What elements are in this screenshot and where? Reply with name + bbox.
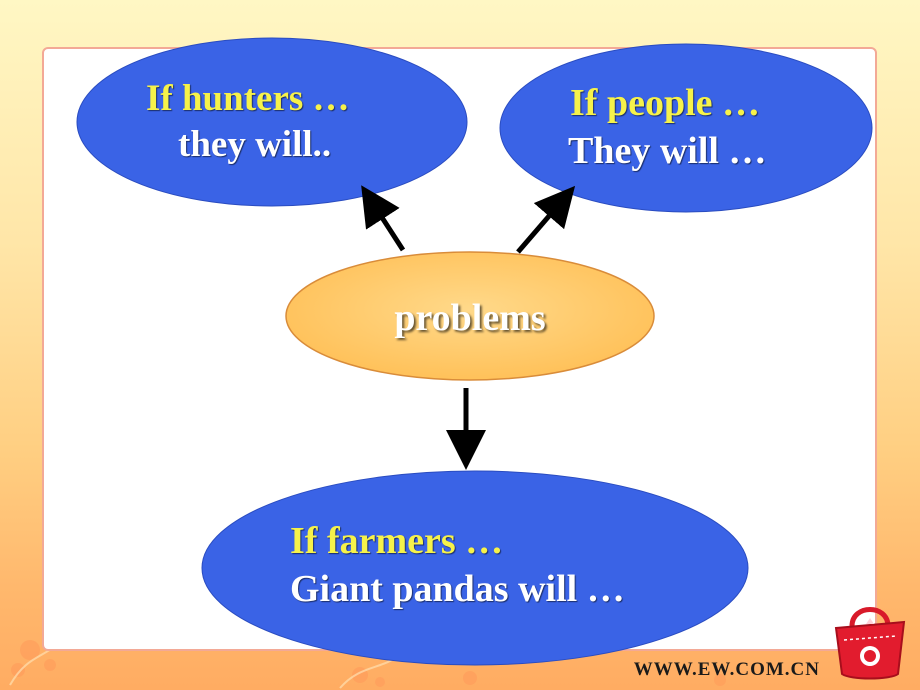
- arrow-to-people: [516, 185, 576, 254]
- farmers-result-text: Giant pandas will …: [290, 567, 625, 610]
- node-ellipse-people: [499, 43, 873, 213]
- hunters-result-text: they will..: [178, 124, 332, 166]
- people-condition-text: If people …: [570, 82, 760, 124]
- arrow-to-hunters: [361, 185, 406, 252]
- red-handbag-logo-icon: [834, 607, 906, 680]
- node-ellipse-farmers: [201, 470, 749, 666]
- hunters-condition-text: If hunters …: [146, 78, 350, 119]
- people-result-text: They will …: [568, 129, 767, 172]
- farmers-condition-text: If farmers …: [290, 520, 504, 562]
- node-text-hunters: If hunters … they will..: [146, 76, 350, 169]
- center-text-problems: problems: [394, 297, 546, 339]
- node-text-farmers: If farmers … Giant pandas will …: [290, 518, 625, 613]
- center-ellipse-problems: [285, 251, 655, 381]
- node-ellipse-hunters: [76, 37, 468, 207]
- site-watermark: WWW.EW.COM.CN: [633, 659, 820, 680]
- node-text-people: If people … They will …: [568, 80, 767, 175]
